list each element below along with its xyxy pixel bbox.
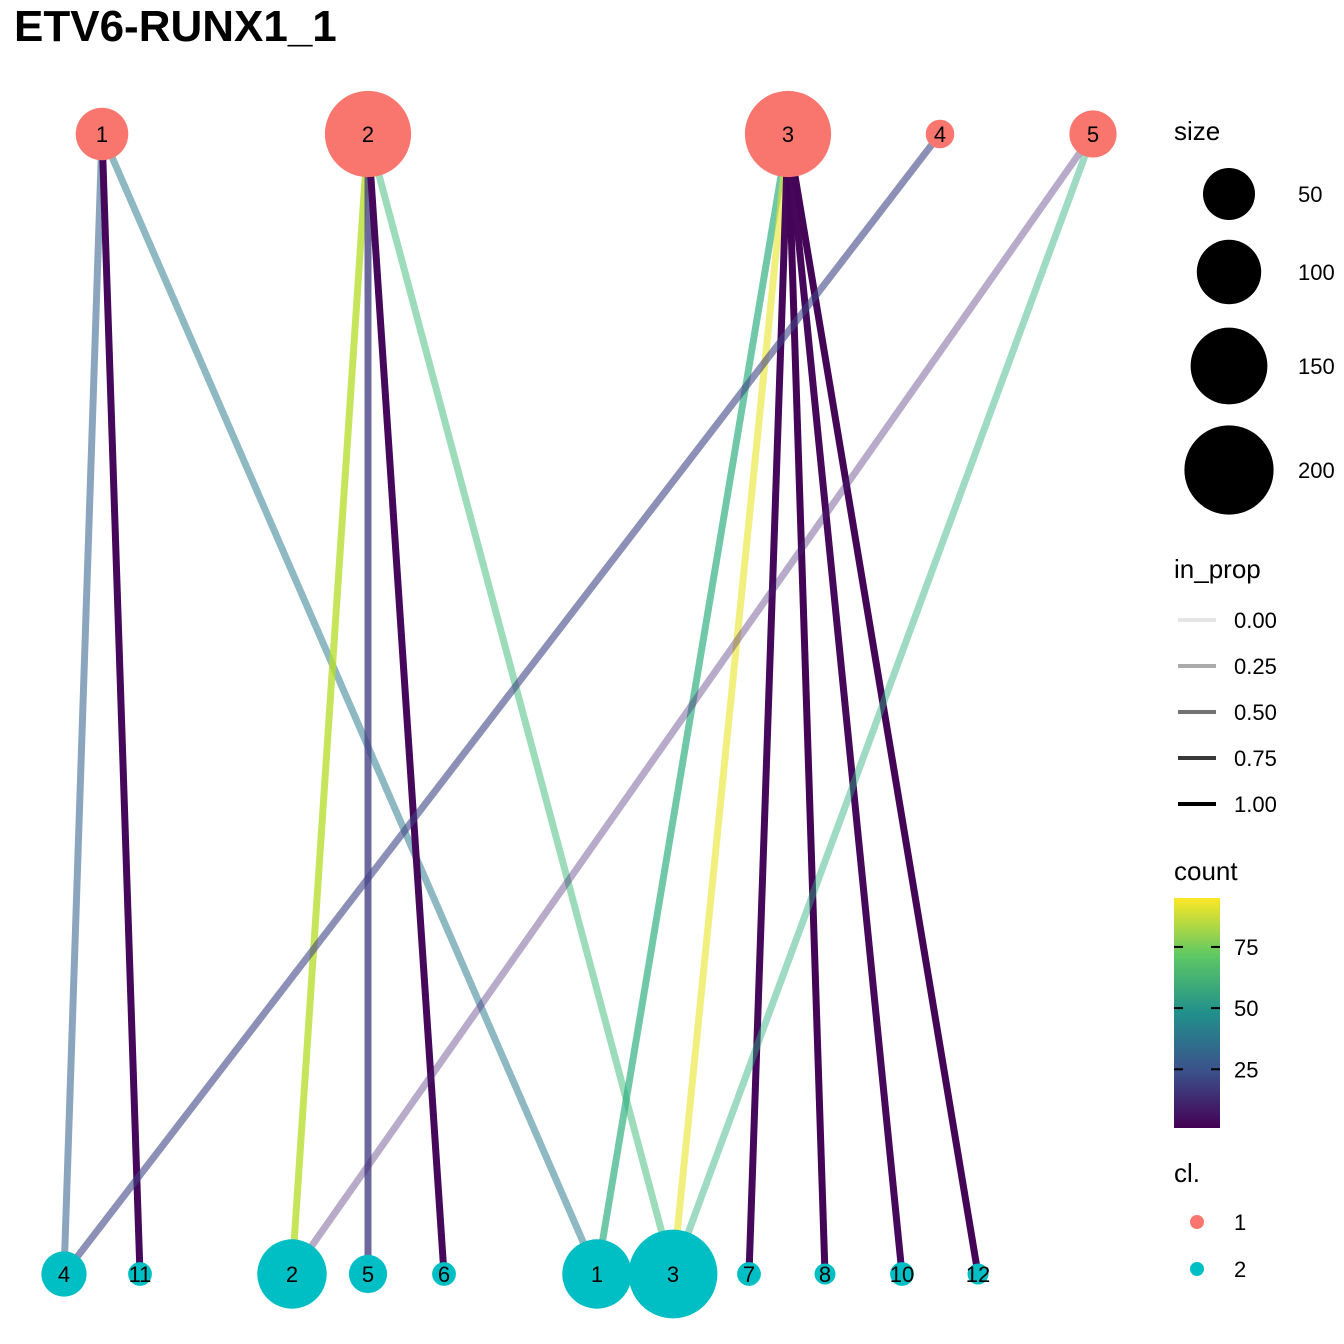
legend-size-label: 100: [1298, 260, 1335, 285]
legend-in-prop-label: 1.00: [1234, 792, 1277, 817]
edge-top5-to-bottom2: [289, 131, 1096, 1277]
top-node-label: 1: [96, 122, 108, 147]
colorbar-tick-label: 75: [1234, 935, 1258, 960]
bottom-node-label: 8: [819, 1262, 831, 1287]
bottom-node-8: 8: [814, 1262, 836, 1287]
bottom-node-circle: [432, 1262, 456, 1286]
top-node-circle: [324, 90, 412, 178]
legend-size-circle: [1190, 327, 1268, 405]
top-node-3: 3: [744, 90, 832, 178]
edge-top1-to-bottom1: [98, 132, 601, 1276]
edge-top3-to-bottom12: [784, 133, 982, 1275]
legend-cl-title: cl.: [1174, 1158, 1200, 1188]
top-node-circle: [744, 90, 832, 178]
legend-in-prop-label: 0.75: [1234, 746, 1277, 771]
bottom-node-7: 7: [737, 1262, 761, 1287]
legend-in-prop-title: in_prop: [1174, 554, 1261, 584]
bottom-node-5: 5: [348, 1254, 388, 1294]
bottom-node-3: 3: [628, 1229, 718, 1319]
bottom-node-circle: [890, 1262, 914, 1286]
legend-size-label: 50: [1298, 182, 1322, 207]
bottom-node-label: 5: [362, 1262, 374, 1287]
bottom-node-4: 4: [41, 1251, 87, 1297]
legend-cl-swatch: [1190, 1215, 1204, 1229]
edge-top3-to-bottom1: [593, 133, 792, 1275]
legend-size-circle: [1196, 239, 1262, 305]
edge-top3-to-bottom7: [745, 133, 792, 1275]
chart-title: ETV6-RUNX1_1: [14, 2, 337, 51]
bottom-node-label: 7: [743, 1262, 755, 1287]
bottom-node-circle: [257, 1239, 327, 1309]
bottom-node-label: 3: [667, 1262, 679, 1287]
colorbar-tick-label: 25: [1234, 1057, 1258, 1082]
bottom-node-circle: [967, 1263, 989, 1285]
edge-top2-to-bottom2: [288, 133, 372, 1275]
legend-size-label: 200: [1298, 458, 1335, 483]
top-node-circle: [1069, 110, 1117, 158]
top-node-5: 5: [1069, 110, 1117, 158]
legend-in-prop-label: 0.50: [1234, 700, 1277, 725]
bottom-node-10: 10: [890, 1262, 914, 1287]
legend-in-prop-label: 0.00: [1234, 608, 1277, 633]
legend-in-prop-label: 0.25: [1234, 654, 1277, 679]
edge-top3-to-bottom3: [669, 133, 792, 1275]
legend-cl-label: 2: [1234, 1257, 1246, 1282]
edges-layer: [60, 131, 1097, 1277]
top-node-label: 3: [782, 122, 794, 147]
bottom-node-6: 6: [432, 1262, 456, 1287]
legend-size-circle: [1184, 425, 1274, 515]
bottom-node-11: 11: [128, 1262, 152, 1287]
legend-size-circle: [1203, 168, 1255, 220]
edge-top1-to-bottom4: [60, 133, 106, 1275]
bottom-node-12: 12: [966, 1262, 990, 1287]
top-node-1: 1: [75, 107, 129, 161]
bottom-node-2: 2: [257, 1239, 327, 1309]
bottom-node-circle: [41, 1251, 87, 1297]
bottom-node-label: 6: [438, 1262, 450, 1287]
bottom-node-label: 12: [966, 1262, 990, 1287]
bottom-node-label: 4: [58, 1262, 70, 1287]
legend-size-label: 150: [1298, 354, 1335, 379]
bottom-node-circle: [348, 1254, 388, 1294]
legend-count-title: count: [1174, 856, 1238, 886]
bottom-node-circle: [562, 1239, 632, 1309]
edge-top1-to-bottom11: [98, 133, 144, 1275]
top-node-label: 5: [1087, 122, 1099, 147]
count-colorbar: [1174, 898, 1220, 1128]
edge-top5-to-bottom3: [669, 132, 1097, 1276]
bottom-node-circle: [128, 1262, 152, 1286]
bottom-node-circle: [737, 1262, 761, 1286]
bottom-node-label: 10: [890, 1262, 914, 1287]
top-node-4: 4: [925, 119, 955, 149]
top-node-2: 2: [324, 90, 412, 178]
bottom-node-label: 11: [129, 1262, 152, 1287]
edge-top4-to-bottom4: [61, 131, 943, 1277]
legend-size-title: size: [1174, 116, 1220, 146]
bottom-node-label: 1: [591, 1262, 603, 1287]
top-node-label: 4: [934, 122, 946, 147]
bottom-node-circle: [814, 1263, 836, 1285]
top-node-circle: [75, 107, 129, 161]
bottom-node-circle: [628, 1229, 718, 1319]
bottom-node-1: 1: [562, 1239, 632, 1309]
edge-top3-to-bottom10: [784, 133, 906, 1275]
edge-top2-to-bottom3: [364, 133, 677, 1275]
bottom-node-label: 2: [286, 1262, 298, 1287]
colorbar-tick-label: 50: [1234, 996, 1258, 1021]
top-node-circle: [925, 119, 955, 149]
legend-cl-swatch: [1190, 1262, 1204, 1276]
edge-top2-to-bottom6: [364, 133, 448, 1275]
top-node-label: 2: [362, 122, 374, 147]
legend-cl-label: 1: [1234, 1210, 1246, 1235]
